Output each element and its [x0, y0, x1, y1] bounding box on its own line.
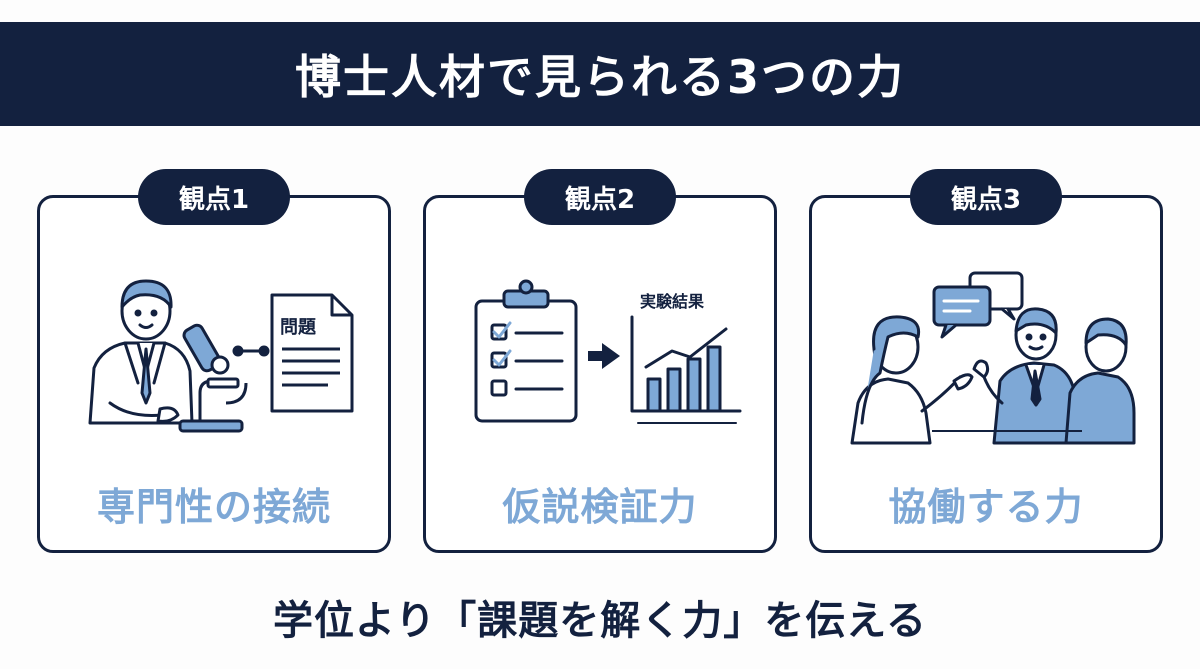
chart-title: 実験結果 [640, 292, 704, 311]
bar-chart-icon [630, 315, 742, 424]
man-right-icon [1064, 317, 1136, 445]
document-title: 問題 [280, 317, 317, 338]
researcher-microscope-illustration: 問題 [88, 279, 354, 433]
speech-bubble-icon [932, 271, 1024, 339]
card-label-2: 仮説検証力 [502, 485, 698, 529]
clipboard-checklist-icon [474, 279, 578, 423]
badge-viewpoint-3: 観点3 [910, 169, 1062, 225]
researcher-icon [88, 279, 194, 425]
bottom-message: 学位より「課題を解く力」を伝える [273, 598, 927, 644]
card-viewpoint-1: 観点1 [37, 169, 391, 553]
title-banner: 博士人材で見られる3つの力 [0, 22, 1200, 126]
connector-icon [232, 345, 270, 357]
woman-icon [850, 315, 974, 445]
badge-viewpoint-2: 観点2 [524, 169, 676, 225]
card-label-3: 協働する力 [888, 485, 1084, 529]
badge-viewpoint-1: 観点1 [138, 169, 290, 225]
card-viewpoint-2: 観点2 実験結果 仮説検証力 [423, 169, 777, 553]
collaboration-illustration [850, 271, 1136, 445]
man-center-icon [972, 307, 1080, 445]
document-icon [270, 293, 354, 413]
page-title: 博士人材で見られる3つの力 [294, 50, 905, 104]
arrow-right-icon [588, 343, 620, 369]
microscope-icon [178, 323, 248, 433]
hypothesis-testing-illustration: 実験結果 [474, 279, 742, 424]
card-viewpoint-3: 観点3 [809, 169, 1163, 553]
card-label-1: 専門性の接続 [96, 485, 331, 529]
